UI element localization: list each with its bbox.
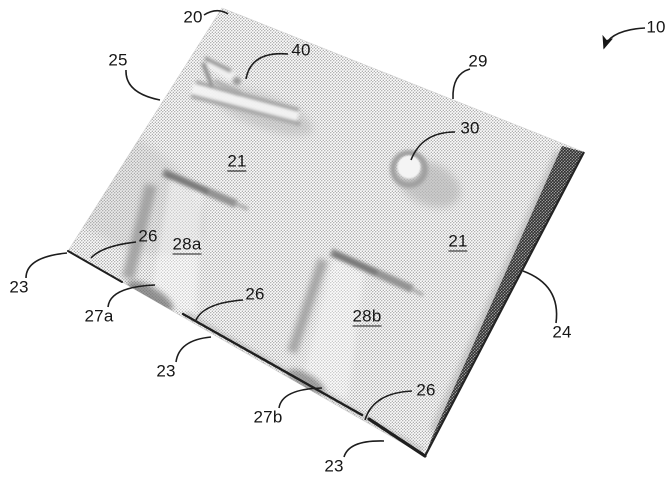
leader-lines (25, 9, 646, 458)
leader-25 (125, 69, 161, 101)
ref-label-23-left: 23 (9, 277, 29, 297)
ref-label-28a: 28a (172, 234, 202, 255)
ref-label-27a: 27a (84, 306, 114, 326)
leader-30 (410, 131, 456, 161)
ref-label-30: 30 (460, 118, 480, 138)
ref-label-21-right: 21 (448, 231, 468, 252)
leader-23-left (25, 252, 68, 279)
ref-label-27b: 27b (253, 407, 283, 427)
leader-20 (203, 9, 229, 16)
side-face-outer-edge (424, 151, 585, 457)
ref-label-24: 24 (552, 322, 572, 342)
channel-mouth-27a (127, 280, 173, 312)
leader-26-left (90, 241, 137, 259)
ref-label-25: 25 (108, 50, 128, 70)
recess-28a (122, 168, 249, 318)
ref-label-28b: 28b (352, 306, 382, 327)
ref-label-26-right: 26 (416, 380, 436, 400)
ref-label-10: 10 (646, 17, 666, 37)
ref-label-20: 20 (183, 7, 203, 27)
leader-23-right (343, 440, 385, 458)
clip-feature-40 (190, 56, 313, 136)
leader-26-middle (195, 299, 244, 321)
ref-label-23-middle: 23 (156, 361, 176, 381)
knob-feature-30 (390, 150, 461, 208)
ref-label-26-middle: 26 (245, 284, 265, 304)
leader-24 (522, 270, 558, 324)
ref-label-40: 40 (291, 40, 311, 60)
ref-label-26-left: 26 (138, 226, 158, 246)
leader-40 (245, 52, 289, 80)
leader-27b (278, 387, 323, 409)
leader-27a (107, 284, 156, 308)
front-edge-23 (67, 250, 427, 458)
ref-label-29: 29 (468, 51, 488, 71)
leader-26-right (364, 390, 413, 421)
ref-label-23-right: 23 (324, 456, 344, 476)
ref-label-21-left: 21 (227, 151, 247, 172)
leader-23-middle (175, 336, 212, 363)
leader-29 (452, 68, 471, 100)
leader-10 (602, 27, 646, 50)
